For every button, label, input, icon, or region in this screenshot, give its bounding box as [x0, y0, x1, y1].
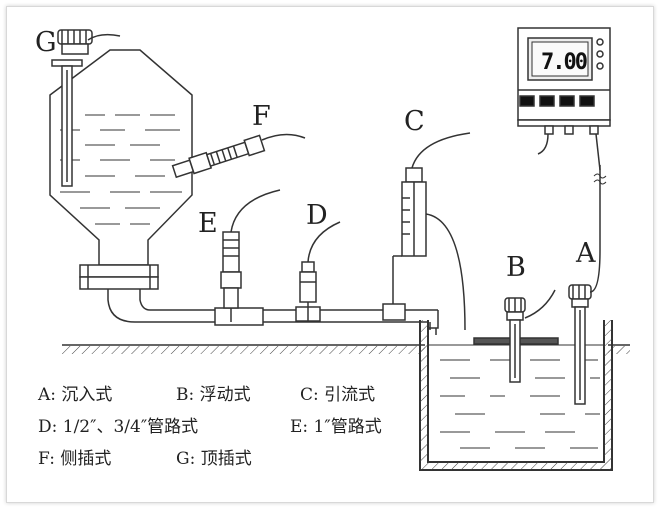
label-c: C: [404, 106, 425, 137]
legend-e: E: 1″管路式: [290, 417, 382, 437]
probe-f-side-insertion: [171, 133, 306, 179]
label-g: G: [35, 27, 57, 58]
label-d: D: [306, 200, 328, 231]
pipeline: [214, 303, 439, 335]
label-b: B: [506, 252, 526, 283]
probe-a-submersion: [568, 165, 601, 405]
probe-c-flow-through: [392, 132, 471, 331]
probe-g-top-insertion: [51, 29, 121, 187]
ph-meter: [517, 27, 611, 185]
label-f: F: [252, 101, 271, 132]
probe-b-floating: [473, 289, 559, 383]
ground: [62, 344, 630, 354]
legend-b: B: 浮动式: [176, 385, 251, 405]
probe-e-pipeline: [220, 189, 281, 322]
label-e: E: [198, 208, 218, 239]
label-a: A: [575, 238, 596, 269]
legend-g: G: 顶插式: [176, 449, 252, 469]
legend: A: 沉入式 B: 浮动式 C: 引流式 D: 1/2″、3/4″管路式 E: …: [37, 385, 382, 469]
legend-a: A: 沉入式: [37, 385, 112, 405]
legend-f: F: 侧插式: [38, 449, 111, 469]
legend-d: D: 1/2″、3/4″管路式: [38, 417, 198, 437]
legend-c: C: 引流式: [300, 385, 375, 405]
meter-reading: 7.00: [541, 50, 587, 75]
probe-d-pipeline: [299, 221, 341, 321]
tank-vessel: [49, 49, 215, 323]
